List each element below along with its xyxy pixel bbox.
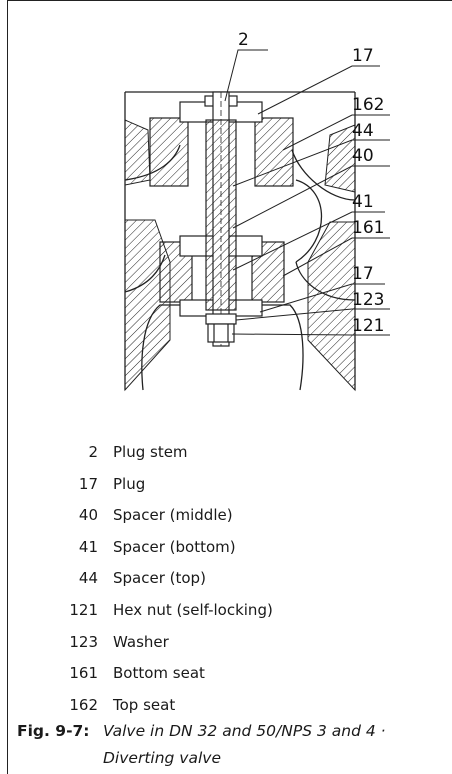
- legend-description: Spacer (middle): [113, 506, 233, 525]
- valve-sectional-drawing: 2 17 162 44 40 41 161 17 123 121: [124, 30, 390, 392]
- body-hatched-sections: [124, 119, 356, 392]
- callout-162: 162: [352, 95, 384, 115]
- legend-row: 44 Spacer (top): [58, 569, 273, 601]
- figure-frame-left: [7, 0, 9, 774]
- callout-41: 41: [352, 192, 374, 212]
- figure-caption: Fig. 9-7: Valve in DN 32 and 50/NPS 3 and…: [17, 718, 437, 772]
- legend-row: 40 Spacer (middle): [58, 506, 273, 538]
- legend-description: Washer: [113, 632, 169, 651]
- legend-number: 2: [88, 443, 98, 461]
- plug-stem: [205, 91, 237, 347]
- callout-17-bottom: 17: [352, 264, 374, 284]
- legend-number: 161: [69, 664, 98, 683]
- legend-number: 123: [69, 632, 98, 651]
- legend-row: 41 Spacer (bottom): [58, 538, 273, 570]
- legend-number: 40: [78, 506, 98, 525]
- callout-17-top: 17: [352, 46, 374, 66]
- legend-description: Plug: [113, 474, 146, 493]
- callout-40: 40: [352, 146, 374, 166]
- legend-description: Hex nut (self-locking): [113, 600, 273, 619]
- legend-number: 162: [69, 695, 98, 714]
- callout-44: 44: [352, 121, 374, 141]
- callout-labels: 2 17 162 44 40 41 161 17 123 121: [238, 30, 384, 336]
- legend-row: 2 Plug stem: [58, 443, 273, 475]
- parts-legend: 2 Plug stem 17 Plug 40 Spacer (middle) 4…: [58, 443, 273, 728]
- callout-leaders: [224, 49, 390, 336]
- legend-number: 121: [69, 600, 98, 619]
- callout-121: 121: [352, 316, 384, 336]
- callout-161: 161: [352, 218, 384, 238]
- legend-description: Plug stem: [113, 443, 188, 461]
- callout-2: 2: [238, 30, 249, 50]
- callout-123: 123: [352, 290, 384, 310]
- figure-caption-text: Valve in DN 32 and 50/NPS 3 and 4 · Dive…: [103, 722, 386, 767]
- legend-description: Spacer (bottom): [113, 537, 236, 556]
- legend-number: 17: [78, 474, 98, 493]
- legend-number: 41: [78, 537, 98, 556]
- figure-frame-top: [7, 0, 452, 2]
- legend-row: 123 Washer: [58, 633, 273, 665]
- legend-row: 162 Top seat: [58, 696, 273, 728]
- legend-row: 121 Hex nut (self-locking): [58, 600, 273, 633]
- top-seat: [149, 95, 294, 187]
- legend-description: Bottom seat: [113, 664, 205, 683]
- legend-row: 161 Bottom seat: [58, 664, 273, 696]
- legend-description: Top seat: [113, 695, 176, 714]
- legend-row: 17 Plug: [58, 475, 273, 507]
- figure-number: Fig. 9-7:: [17, 722, 90, 740]
- hex-nut-and-washer: [205, 313, 237, 343]
- legend-number: 44: [78, 569, 98, 588]
- legend-description: Spacer (top): [113, 569, 206, 588]
